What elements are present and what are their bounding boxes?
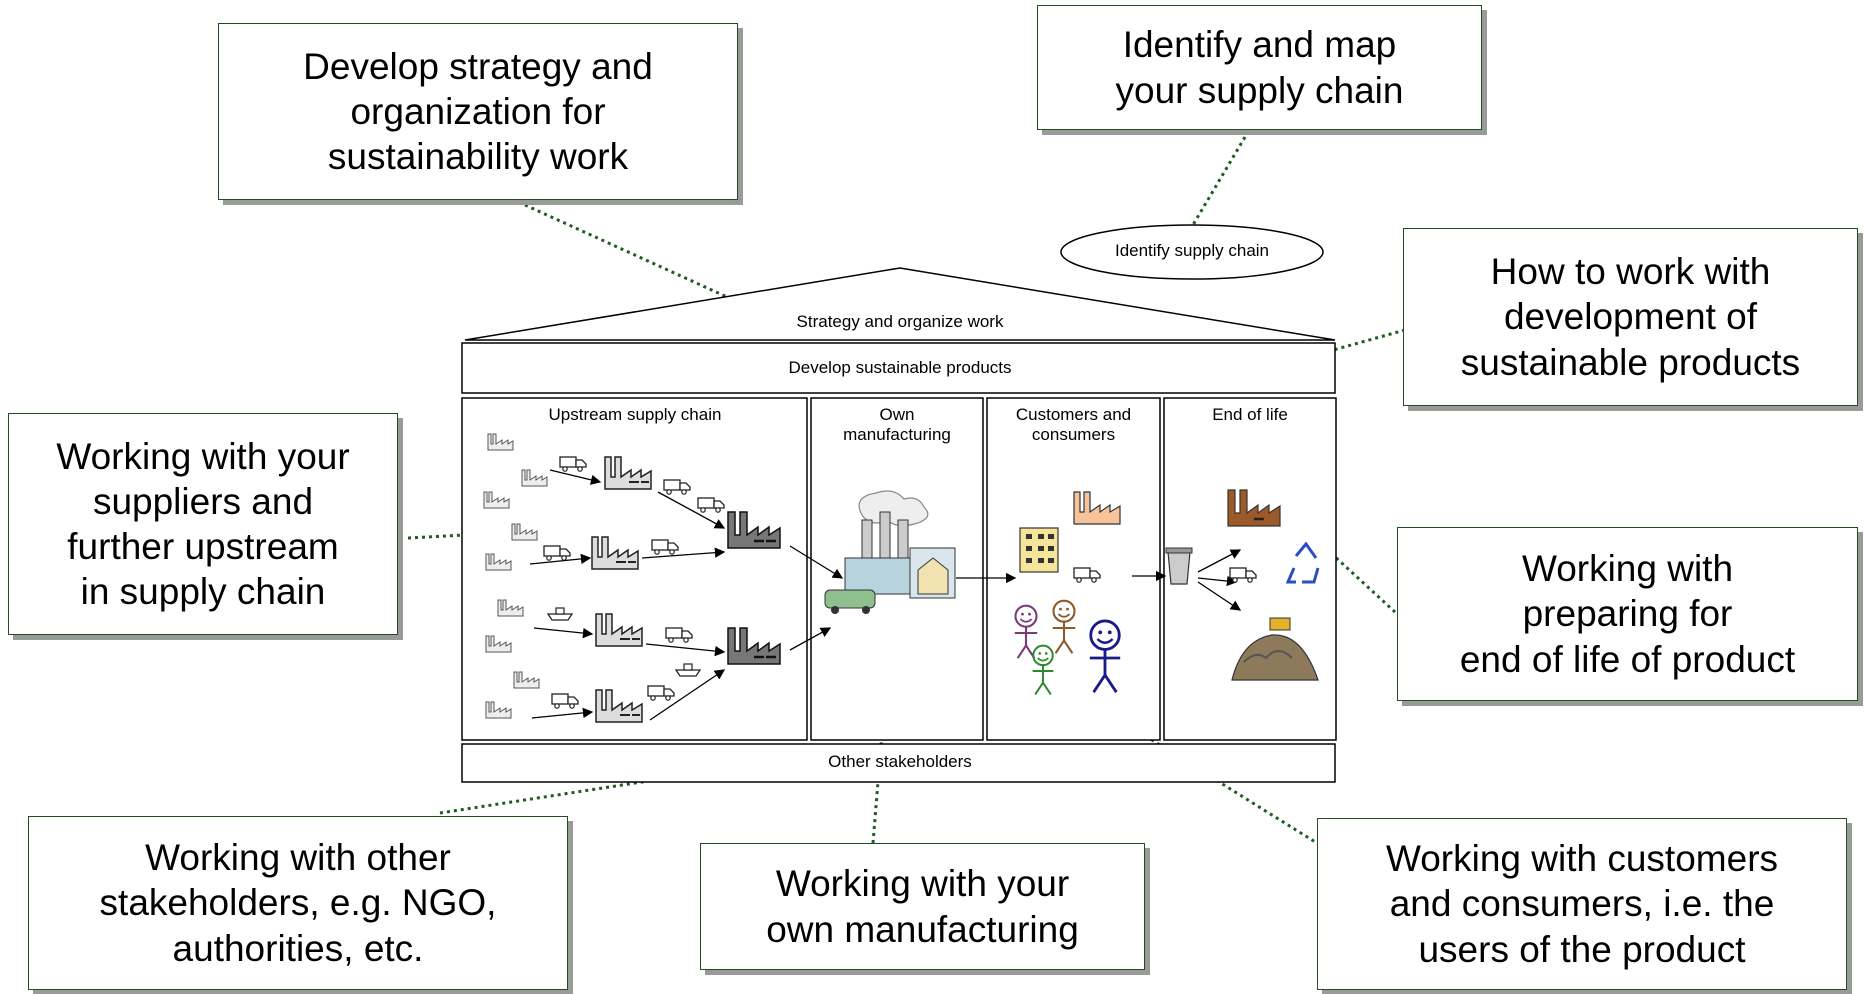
end-of-life-icons: [1165, 489, 1320, 681]
callout-sustainable-products: How to work with development of sustaina…: [1403, 228, 1858, 406]
upstream-label: Upstream supply chain: [548, 405, 722, 424]
callout-stakeholders: Working with other stakeholders, e.g. NG…: [28, 816, 568, 990]
callout-end-of-life: Working with preparing for end of life o…: [1397, 527, 1858, 701]
identify-supply-chain-label: Identify supply chain: [1114, 241, 1270, 260]
callout-strategy: Develop strategy and organization for su…: [218, 23, 738, 200]
big-factory-icon: [824, 490, 956, 614]
end-of-life-column: [1163, 397, 1337, 741]
factory-icon: [1073, 491, 1121, 525]
landfill-icon: [1231, 617, 1319, 681]
customers-label: Customers and consumers: [1015, 405, 1132, 445]
roof-label: Strategy and organize work: [796, 312, 1004, 331]
factory-icon: [1227, 489, 1281, 527]
other-stakeholders-label: Other stakeholders: [828, 752, 972, 771]
callout-customers: Working with customers and consumers, i.…: [1317, 818, 1847, 990]
develop-band: [461, 342, 1336, 394]
own-manufacturing-label: Own manufacturing: [843, 405, 951, 445]
flow-arrows: [529, 469, 1242, 721]
house-roof: [464, 267, 1336, 341]
recycle-icon: [1285, 541, 1320, 584]
end-of-life-label: End of life: [1212, 405, 1288, 424]
customers-icons: [1013, 491, 1122, 696]
callout-suppliers: Working with your suppliers and further …: [8, 413, 398, 635]
identify-supply-chain-ellipse: [1060, 224, 1324, 280]
stakeholders-band: [461, 743, 1336, 783]
develop-label: Develop sustainable products: [788, 358, 1012, 377]
callout-manufacturing: Working with your own manufacturing: [700, 843, 1145, 970]
trash-can-icon: [1165, 547, 1193, 585]
callout-map-supply-chain: Identify and map your supply chain: [1037, 5, 1482, 130]
